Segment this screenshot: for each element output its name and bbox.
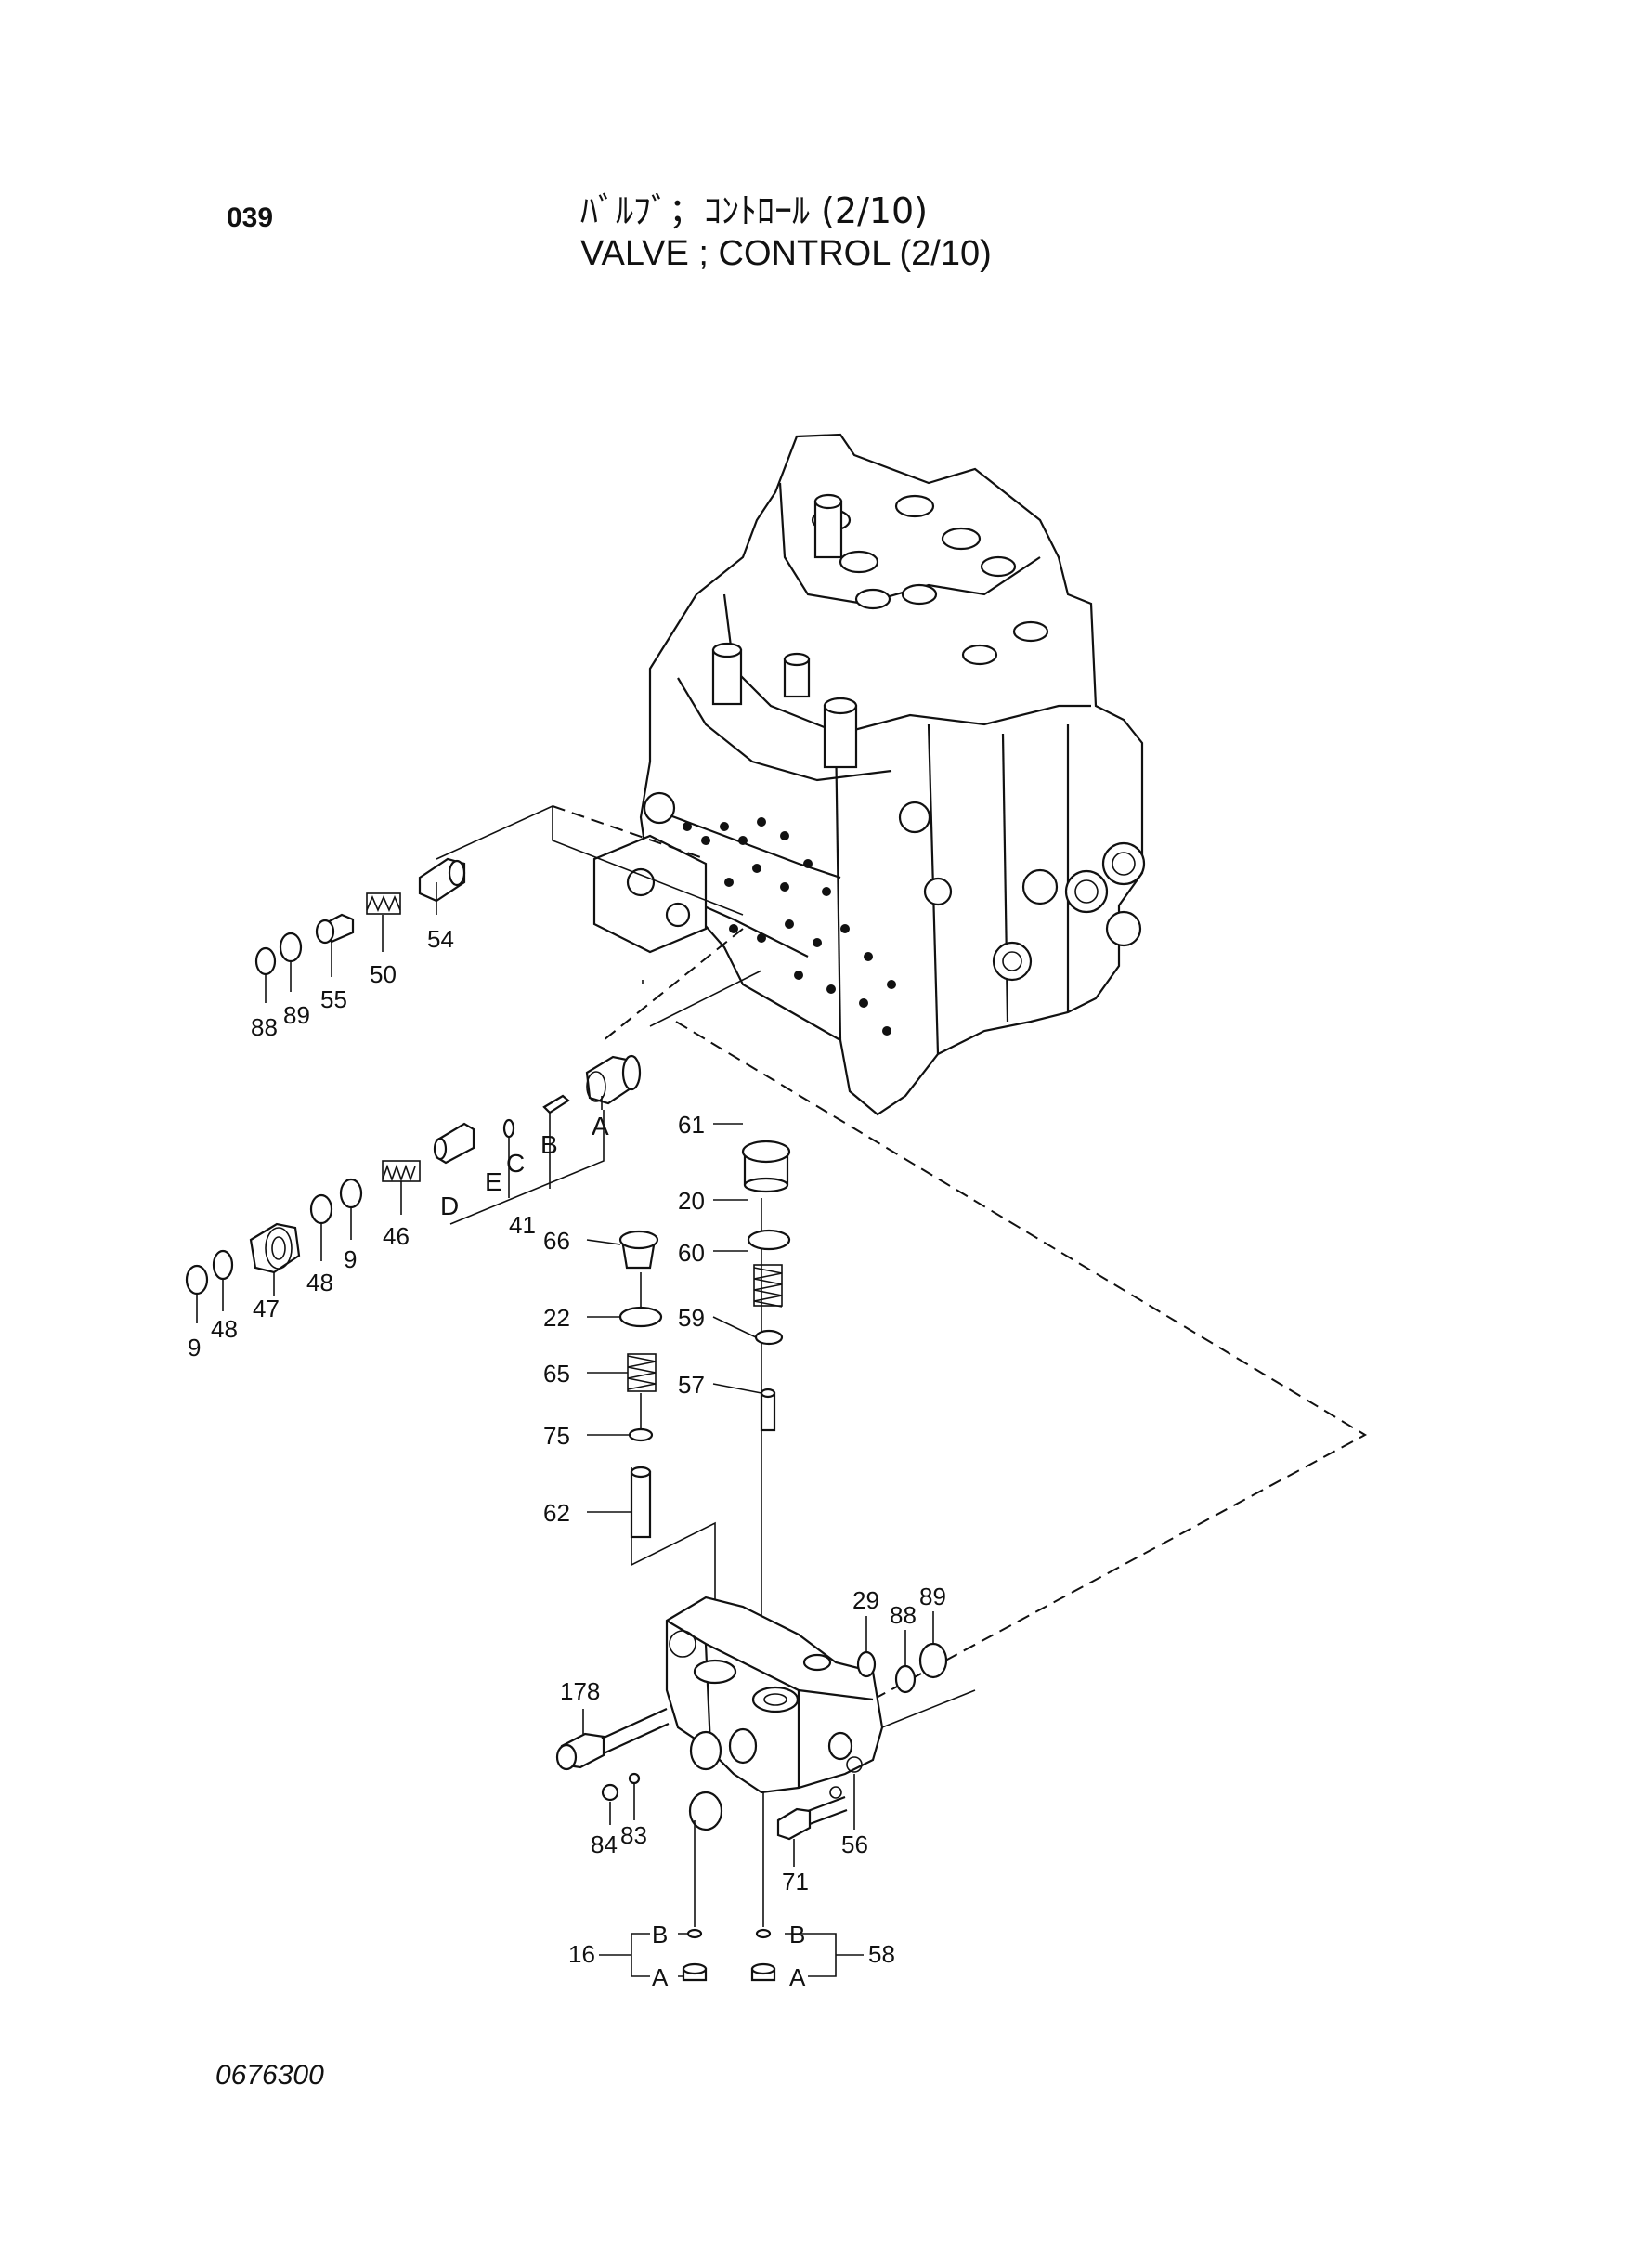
- drawing-number: 0676300: [215, 2060, 324, 2091]
- control-valve-body: [592, 433, 1146, 1116]
- callout-56: 56: [841, 1831, 868, 1858]
- callout-61: 61: [678, 1111, 705, 1139]
- callout-B-41: B: [540, 1130, 558, 1159]
- callout-16: 16: [568, 1940, 595, 1968]
- callout-48-lower: 48: [211, 1315, 238, 1343]
- callout-58: 58: [868, 1940, 895, 1968]
- page-number: 039: [227, 202, 274, 233]
- callout-47: 47: [253, 1295, 280, 1322]
- callout-C-41: C: [506, 1149, 525, 1178]
- callout-57: 57: [678, 1371, 705, 1399]
- callout-D-41: D: [440, 1192, 459, 1220]
- callout-178: 178: [560, 1677, 600, 1705]
- callout-88-upper: 88: [251, 1013, 278, 1041]
- pilot-valve-block: [665, 1596, 884, 1831]
- callout-48-upper: 48: [306, 1269, 333, 1296]
- callout-A-41: A: [592, 1112, 609, 1140]
- callout-16-B: B: [652, 1921, 668, 1948]
- callout-65: 65: [543, 1360, 570, 1388]
- callout-54: 54: [427, 925, 454, 953]
- pilot-valve-small-parts: [555, 1642, 948, 1982]
- callout-16-A: A: [652, 1963, 669, 1991]
- callout-22: 22: [543, 1304, 570, 1332]
- plug-spring-stack-left: [618, 1230, 663, 1539]
- callout-75: 75: [543, 1422, 570, 1450]
- leader-lines: [196, 882, 934, 1867]
- callout-41: 41: [509, 1211, 536, 1239]
- callout-59: 59: [678, 1304, 705, 1332]
- callout-83: 83: [620, 1821, 647, 1849]
- callout-60: 60: [678, 1239, 705, 1267]
- plug-spring-stack-right: [741, 1140, 791, 1432]
- callout-71: 71: [782, 1868, 809, 1896]
- callout-66: 66: [543, 1227, 570, 1255]
- callout-89-upper: 89: [283, 1001, 310, 1029]
- callout-58-B: B: [789, 1921, 805, 1948]
- callout-9-lower: 9: [188, 1334, 201, 1362]
- page-title-english: VALVE ; CONTROL (2/10): [580, 234, 992, 273]
- relief-valve-parts-upper: [254, 857, 466, 976]
- callout-88-lower: 88: [890, 1601, 917, 1629]
- callout-E-41: E: [485, 1167, 502, 1196]
- callout-84: 84: [591, 1831, 618, 1858]
- callout-20: 20: [678, 1187, 705, 1215]
- pressure-valve-assembly: [185, 1054, 642, 1296]
- callout-62: 62: [543, 1499, 570, 1527]
- callout-labels: 54 50 55 89 88 A B C E D 41 46 9 48 47 4…: [188, 925, 946, 1991]
- callout-89-lower: 89: [919, 1583, 946, 1610]
- callout-9-upper: 9: [344, 1245, 357, 1273]
- callout-46: 46: [383, 1222, 410, 1250]
- callout-29: 29: [852, 1586, 879, 1614]
- callout-55: 55: [320, 985, 347, 1013]
- page-title-japanese: ﾊﾞﾙﾌﾞ；ｺﾝﾄﾛｰﾙ (2/10): [580, 190, 929, 231]
- callout-50: 50: [370, 960, 397, 988]
- callout-58-A: A: [789, 1963, 806, 1991]
